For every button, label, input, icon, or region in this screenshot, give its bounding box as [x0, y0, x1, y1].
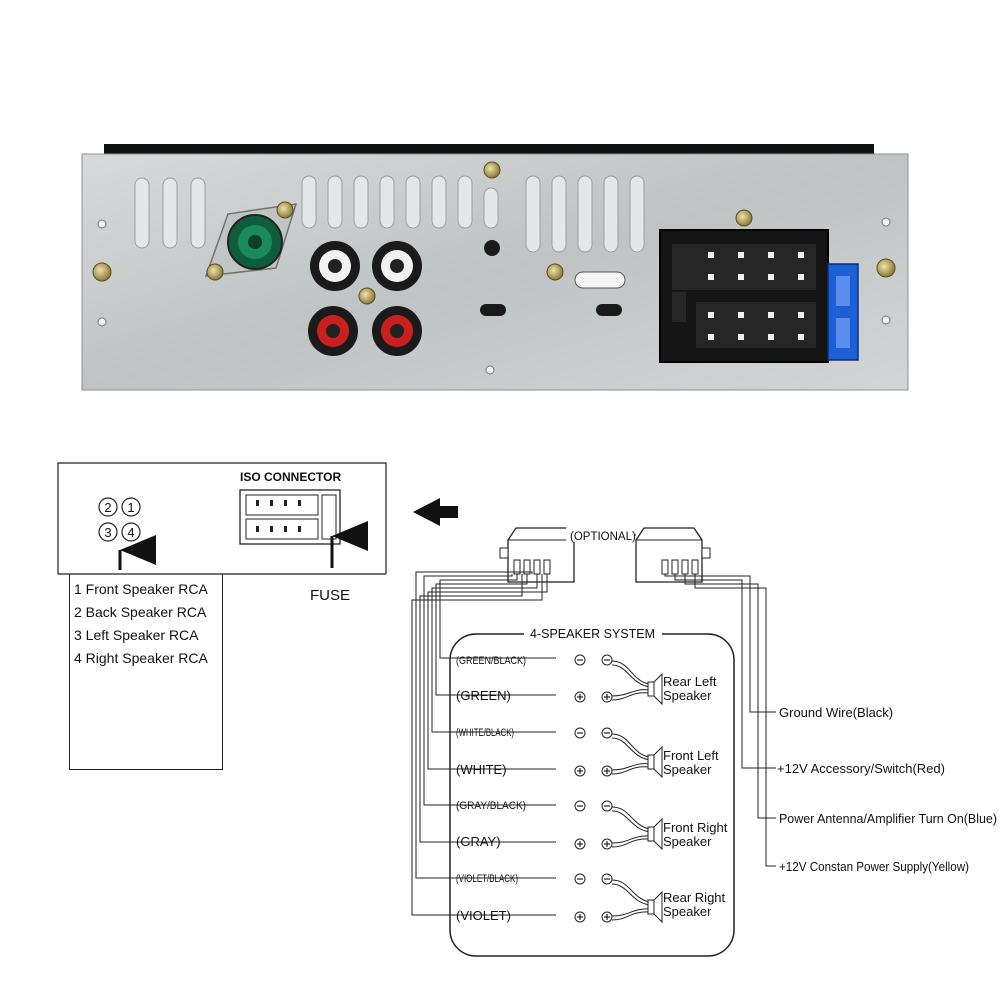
power-label-ground: Ground Wire(Black) — [779, 705, 893, 720]
wire-label-gray-black: (GRAY/BLACK) — [456, 800, 526, 812]
radio-back-panel — [81, 144, 909, 391]
speaker-front-right-line2: Speaker — [663, 834, 712, 849]
wiring-diagram: (OPTIONAL) 4-SPEAKER SYSTEM (GREEN/BLACK… — [411, 527, 997, 957]
wire-label-violet-black: (VIOLET/BLACK) — [456, 873, 518, 885]
speaker-leads — [611, 660, 651, 921]
speaker-front-right-line1: Front Right — [663, 820, 728, 835]
polarity-symbols — [574, 654, 613, 923]
speaker-rear-right-line1: Rear Right — [663, 890, 726, 905]
panel-slots — [480, 240, 626, 316]
speaker-icon-rear-left — [647, 672, 663, 706]
speaker-icon-front-left — [647, 745, 663, 779]
rca-legend-item-1: 1 Front Speaker RCA — [74, 581, 208, 597]
rca-jack-white-2 — [372, 241, 422, 291]
left-bundle-wires — [411, 571, 556, 916]
antenna-jack — [204, 201, 298, 281]
power-label-constant: +12V Constan Power Supply(Yellow) — [779, 860, 969, 874]
power-labels: Ground Wire(Black) +12V Accessory/Switch… — [777, 705, 997, 874]
polarity-marks — [577, 659, 610, 920]
rca-legend-item-3: 3 Left Speaker RCA — [74, 627, 199, 643]
wire-label-gray: (GRAY) — [456, 834, 501, 849]
power-wires — [664, 574, 776, 867]
speaker-front-left-line1: Front Left — [663, 748, 719, 763]
power-label-accessory: +12V Accessory/Switch(Red) — [777, 761, 945, 776]
power-label-antenna: Power Antenna/Amplifier Turn On(Blue) — [779, 812, 997, 826]
rca-num-1: 1 — [127, 500, 134, 515]
wire-label-green: (GREEN) — [456, 688, 511, 703]
rca-jack-white-1 — [310, 241, 360, 291]
speaker-rear-left-line1: Rear Left — [663, 674, 717, 689]
speaker-front-left-line2: Speaker — [663, 762, 712, 777]
rca-jack-red-2 — [372, 306, 422, 356]
screws — [92, 161, 896, 305]
speaker-icon-rear-right — [647, 890, 663, 924]
iso-connector-block — [659, 229, 859, 363]
speaker-icons — [647, 672, 663, 924]
wire-label-white: (WHITE) — [456, 762, 507, 777]
rca-num-3: 3 — [104, 525, 111, 540]
speaker-system-title: 4-SPEAKER SYSTEM — [530, 627, 655, 641]
rca-number-circles: 2 1 3 4 — [98, 497, 141, 542]
rca-num-4: 4 — [127, 525, 134, 540]
rca-jack-red-1 — [308, 306, 358, 356]
speaker-labels: Rear Left Speaker Front Left Speaker Fro… — [663, 674, 728, 919]
mounting-holes — [97, 217, 891, 375]
wire-label-violet: (VIOLET) — [456, 908, 511, 923]
vent-slots — [134, 175, 645, 253]
left-arrow-icon — [413, 498, 458, 526]
optional-label: (OPTIONAL) — [570, 531, 636, 543]
wire-labels: (GREEN/BLACK) (GREEN) (WHITE/BLACK) (WHI… — [456, 655, 526, 923]
iso-connector-title: ISO CONNECTOR — [240, 470, 341, 484]
rca-legend-item-2: 2 Back Speaker RCA — [74, 604, 207, 620]
connector-inset: ISO CONNECTOR FUSE 2 1 3 4 — [57, 462, 387, 604]
rca-num-2: 2 — [104, 500, 111, 515]
wire-label-white-black: (WHITE/BLACK) — [456, 727, 514, 739]
wire-label-green-black: (GREEN/BLACK) — [456, 655, 526, 667]
speaker-icon-front-right — [647, 817, 663, 851]
speaker-rear-right-line2: Speaker — [663, 904, 712, 919]
speaker-rear-left-line2: Speaker — [663, 688, 712, 703]
optional-connector-left — [499, 527, 575, 583]
fuse-label: FUSE — [310, 587, 350, 604]
rca-legend-item-4: 4 Right Speaker RCA — [74, 650, 208, 666]
rca-legend: 1 Front Speaker RCA 2 Back Speaker RCA 3… — [69, 574, 223, 770]
rca-jacks — [308, 241, 422, 356]
optional-connector-right — [635, 527, 711, 583]
iso-connector-outline — [239, 489, 341, 545]
